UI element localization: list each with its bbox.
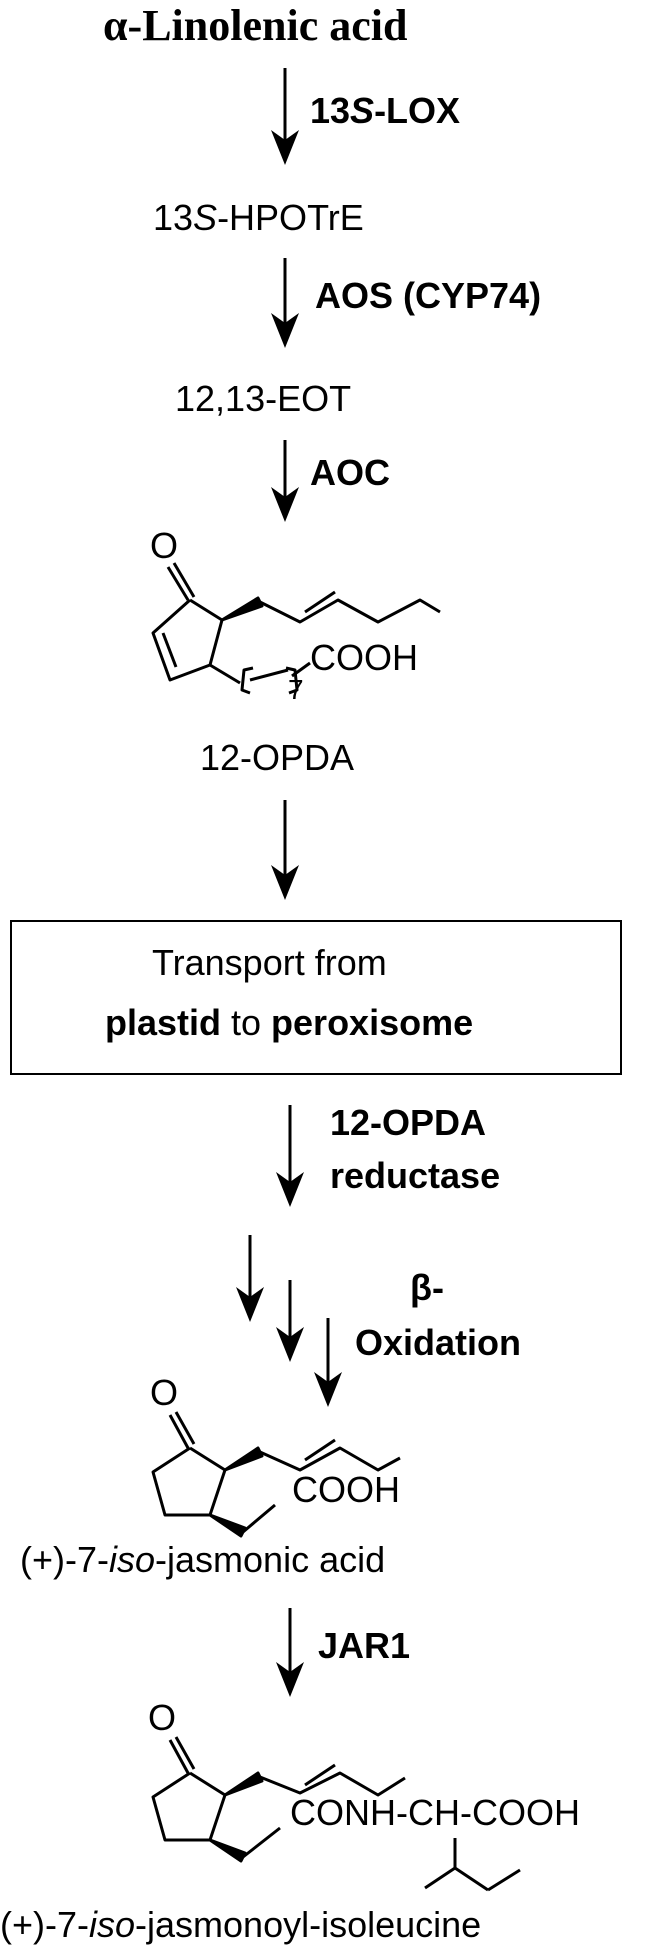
arrow-reductase xyxy=(276,1105,304,1207)
opda-oxygen-label: O xyxy=(150,525,179,566)
enzyme-reductase-line1: 12-OPDA xyxy=(330,1102,487,1143)
enzyme-13s-lox-a: 13 xyxy=(310,90,351,131)
compound-jaile-c: -jasmonoyl-isoleucine xyxy=(135,1904,482,1945)
arrow-beta-oxidation-3 xyxy=(314,1318,342,1407)
ja-structure xyxy=(151,1411,401,1538)
compound-jasmonoyl-isoleucine: (+)-7-iso-jasmonoyl-isoleucine xyxy=(0,1907,481,1943)
compound-jasmonic-acid-a: (+)-7- xyxy=(20,1539,109,1580)
compound-12-opda: 12-OPDA xyxy=(200,737,355,778)
enzyme-13s-lox-b: S xyxy=(350,90,375,131)
compound-13s-hpotre: 13S-HPOTrE xyxy=(153,200,364,236)
enzyme-reductase-line2: reductase xyxy=(330,1155,501,1196)
arrow-lox xyxy=(271,68,299,165)
arrow-beta-oxidation-2 xyxy=(276,1280,304,1362)
compound-jasmonic-acid-b: iso xyxy=(109,1539,156,1580)
compound-jaile-b: iso xyxy=(89,1904,136,1945)
jaile-structure xyxy=(151,1736,521,1892)
arrow-jar1 xyxy=(276,1608,304,1697)
compound-13s-hpotre-c: -HPOTrE xyxy=(217,197,364,238)
enzyme-13s-lox-c: -LOX xyxy=(374,90,461,131)
compound-13s-hpotre-b: S xyxy=(193,197,218,238)
compound-eot: 12,13-EOT xyxy=(175,378,352,419)
transport-plastid: plastid xyxy=(105,1002,222,1043)
transport-peroxisome: peroxisome xyxy=(271,1002,474,1043)
transport-box xyxy=(10,920,622,1075)
compound-13s-hpotre-a: 13 xyxy=(153,197,194,238)
beta-oxidation-line1: β- xyxy=(410,1267,444,1308)
opda-structure xyxy=(151,562,441,695)
transport-line2: plastid to peroxisome xyxy=(105,1005,473,1041)
enzyme-jar1: JAR1 xyxy=(318,1625,411,1666)
opda-cooh-label: COOH xyxy=(310,637,418,678)
jaile-oxygen-label: O xyxy=(148,1697,177,1738)
beta-oxidation-line2: Oxidation xyxy=(355,1322,522,1363)
ja-oxygen-label: O xyxy=(150,1372,179,1413)
compound-jaile-a: (+)-7- xyxy=(0,1904,89,1945)
ja-cooh-label: COOH xyxy=(292,1469,400,1510)
jaile-chain-label: CONH-CH-COOH xyxy=(290,1792,580,1833)
transport-line1: Transport from xyxy=(152,942,387,983)
arrow-aoc xyxy=(271,440,299,522)
arrow-transport xyxy=(271,800,299,900)
enzyme-aoc: AOC xyxy=(310,452,390,493)
enzyme-13s-lox: 13S-LOX xyxy=(310,93,460,129)
arrow-aos xyxy=(271,258,299,348)
title: α-Linolenic acid xyxy=(103,1,408,50)
compound-jasmonic-acid: (+)-7-iso-jasmonic acid xyxy=(20,1542,385,1578)
enzyme-aos: AOS (CYP74) xyxy=(315,275,542,316)
arrow-beta-oxidation-1 xyxy=(236,1235,264,1322)
compound-jasmonic-acid-c: -jasmonic acid xyxy=(155,1539,386,1580)
transport-to: to xyxy=(221,1002,272,1043)
